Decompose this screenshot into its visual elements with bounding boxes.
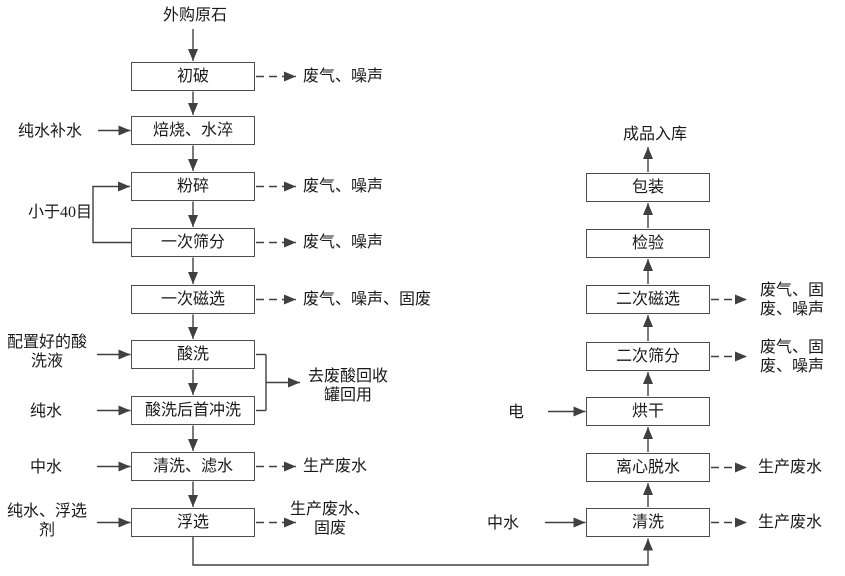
input-label-pure-water: 纯水 [29, 403, 62, 420]
emission-label-secondary-magnetic: 废气、固 废、噪声 [760, 282, 825, 318]
note-recycle-undersize: 小于40目 [27, 204, 92, 221]
process-box-pulverizing: 粉碎 [131, 172, 255, 201]
process-box-initial-crushing: 初破 [131, 62, 255, 91]
process-box-inspection: 检验 [586, 229, 710, 258]
emission-label-primary-screening: 废气、噪声 [303, 234, 384, 251]
process-box-roasting-quenching: 焙烧、水淬 [131, 116, 255, 145]
process-box-drying: 烘干 [586, 397, 710, 426]
process-box-washing: 清洗 [586, 508, 710, 537]
input-label-reclaimed-water-right: 中水 [486, 515, 519, 532]
emission-label-initial-crushing: 废气、噪声 [303, 68, 384, 85]
emission-label-secondary-screening: 废气、固 废、噪声 [760, 339, 825, 375]
process-box-washing-filtering: 清洗、滤水 [131, 452, 255, 481]
final-product-label: 成品入库 [622, 126, 687, 143]
process-box-packaging: 包装 [586, 173, 710, 202]
process-box-secondary-magnetic: 二次磁选 [586, 285, 710, 314]
process-box-first-rinse: 酸洗后首冲洗 [131, 396, 255, 425]
emission-label-centrifugal-dewatering: 生产废水 [758, 459, 823, 476]
emission-label-pulverizing: 废气、噪声 [303, 178, 384, 195]
process-box-primary-screening: 一次筛分 [131, 228, 255, 257]
emission-label-washing-filtering: 生产废水 [303, 458, 368, 475]
input-label-pure-water-flotation-agent: 纯水、浮选 剂 [6, 503, 87, 539]
input-label-electricity: 电 [507, 404, 524, 421]
input-label-pure-water-makeup: 纯水补水 [17, 123, 82, 140]
source-label: 外购原石 [162, 7, 227, 24]
emission-label-primary-magnetic: 废气、噪声、固废 [303, 291, 432, 308]
process-box-centrifugal-dewatering: 离心脱水 [586, 453, 710, 482]
note-acid-recovery: 去废酸回收 罐回用 [307, 368, 388, 404]
process-box-secondary-screening: 二次筛分 [586, 342, 710, 371]
emission-label-flotation: 生产废水、 固废 [289, 501, 370, 537]
process-box-acid-washing: 酸洗 [131, 340, 255, 369]
process-box-flotation: 浮选 [131, 508, 255, 537]
emission-label-washing: 生产废水 [758, 514, 823, 531]
input-label-prepared-acid-solution: 配置好的酸 洗液 [6, 334, 87, 370]
process-box-primary-magnetic: 一次磁选 [131, 285, 255, 314]
input-label-reclaimed-water-left: 中水 [29, 459, 62, 476]
